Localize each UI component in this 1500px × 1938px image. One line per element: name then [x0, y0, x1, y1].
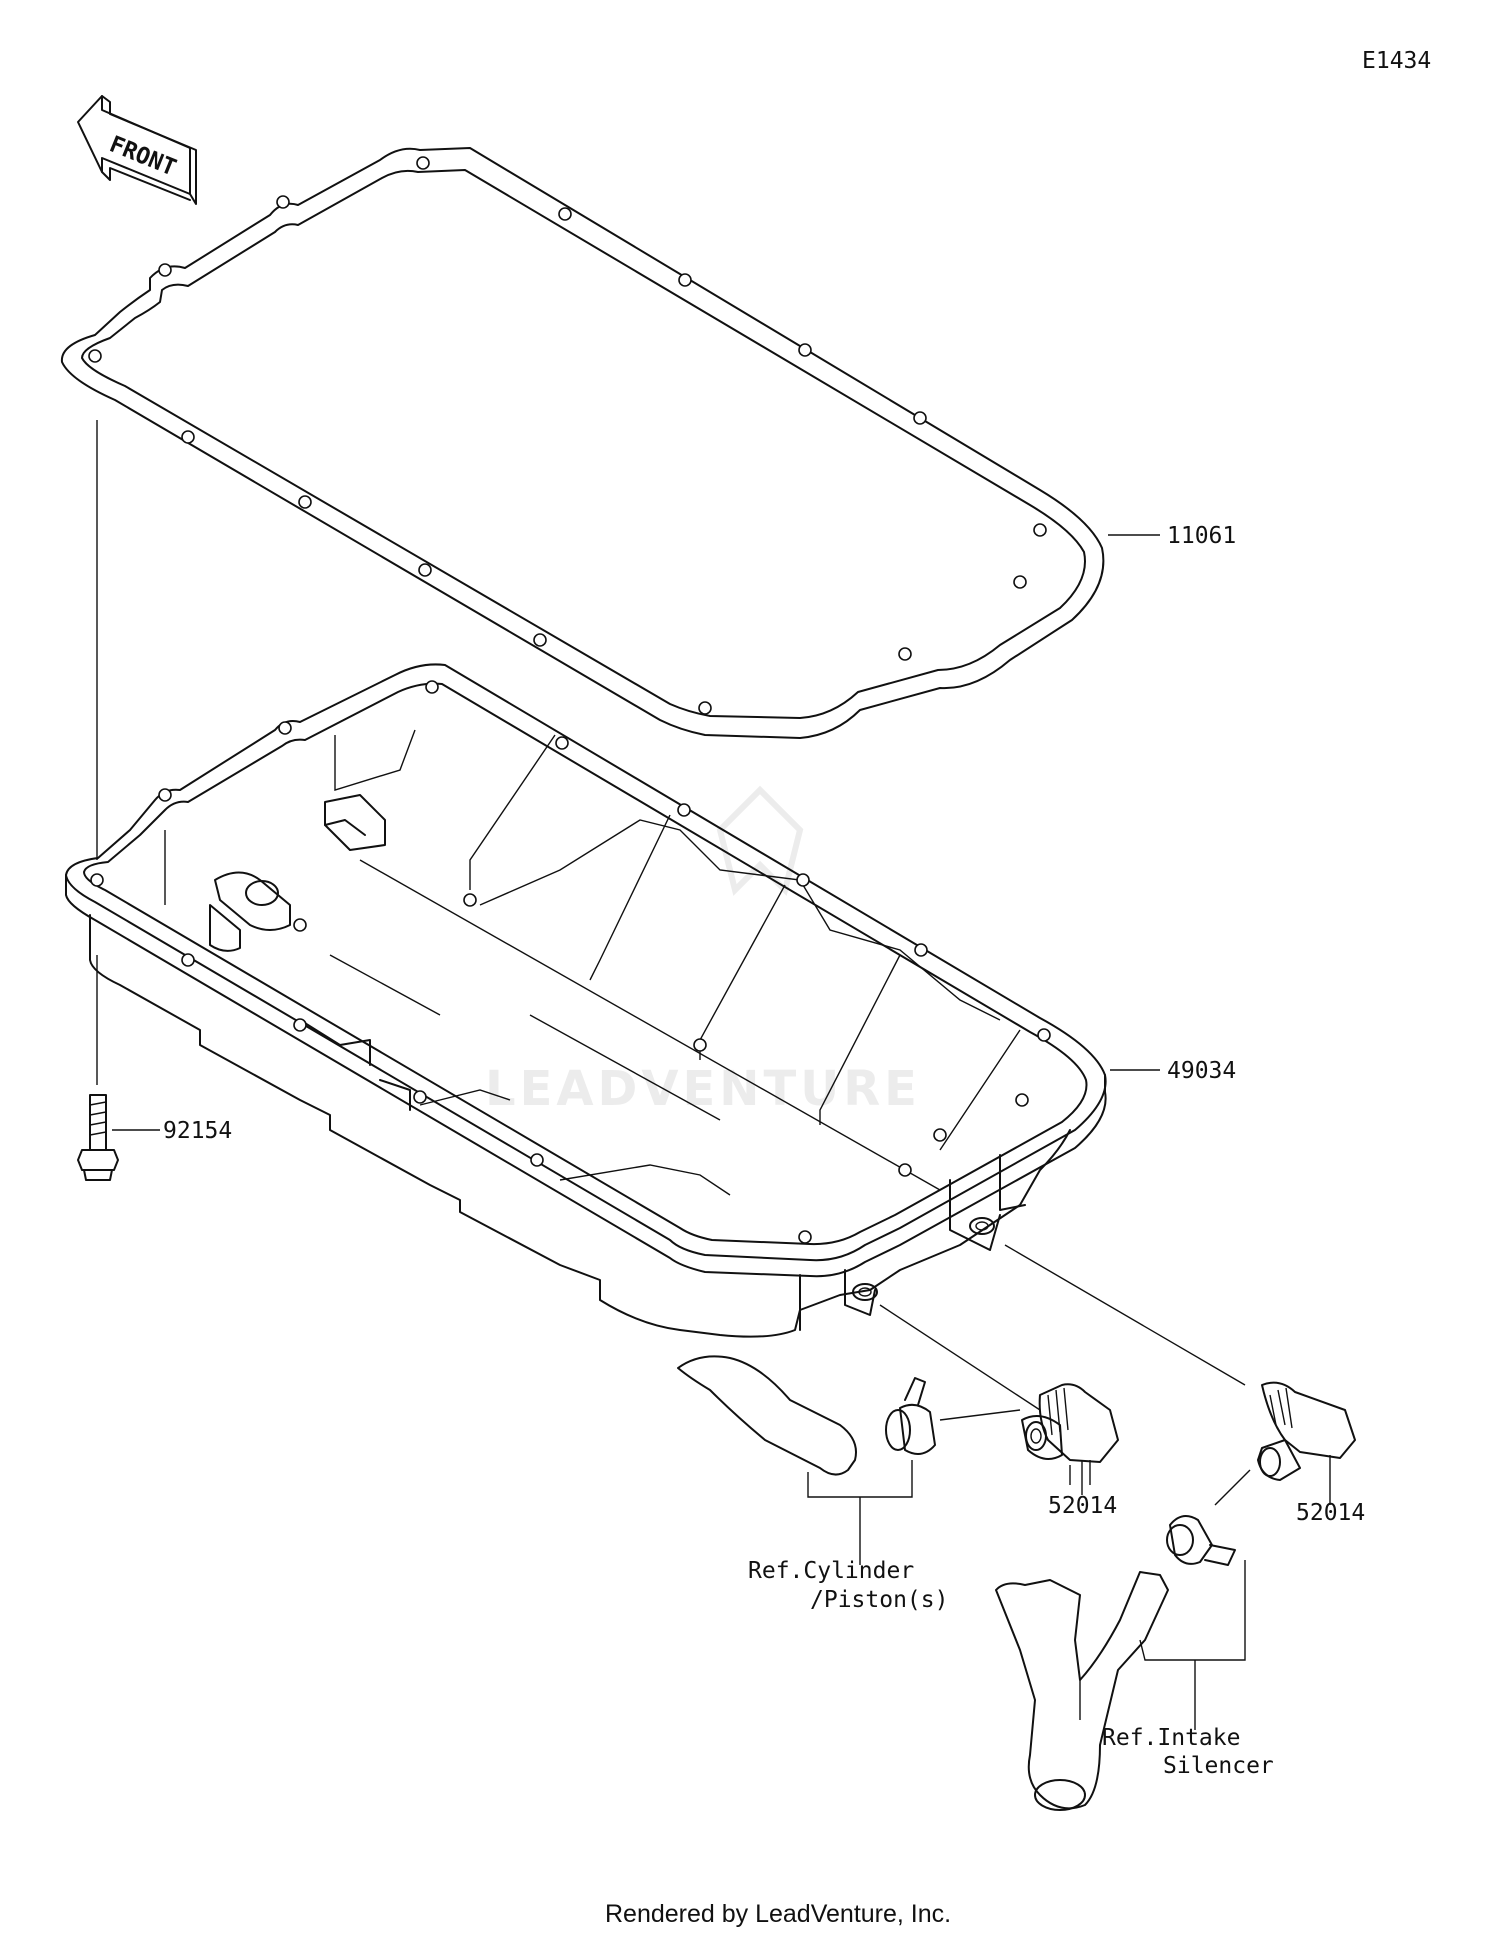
diagram-code: E1434	[1362, 48, 1431, 74]
bolt: 92154	[77, 420, 232, 1181]
watermark-text: LEADVENTURE	[485, 1061, 921, 1117]
oil-pan-gasket: 11061	[60, 147, 1236, 739]
watermark: LEADVENTURE	[485, 785, 921, 1117]
ref-intake-line2: Silencer	[1163, 1753, 1274, 1779]
oil-pan: 49034	[65, 663, 1236, 1338]
fitting-right: 52014	[1004, 1244, 1365, 1526]
ref-intake-line1: Ref.Intake	[1102, 1725, 1240, 1751]
ref-cylinder-line1: Ref.Cylinder	[748, 1558, 914, 1584]
part-number-49034: 49034	[1167, 1058, 1236, 1084]
ref-cylinder-line2: /Piston(s)	[810, 1587, 948, 1613]
part-number-52014-left: 52014	[1048, 1493, 1117, 1519]
front-arrow-icon: FRONT	[77, 95, 197, 205]
footer-credit: Rendered by LeadVenture, Inc.	[605, 1900, 951, 1928]
cylinder-hose: Ref.Cylinder /Piston(s)	[677, 1355, 1021, 1613]
part-number-11061: 11061	[1167, 523, 1236, 549]
part-number-52014-right: 52014	[1296, 1500, 1365, 1526]
fitting-left: 52014	[879, 1304, 1119, 1519]
intake-hose: Ref.Intake Silencer	[995, 1515, 1274, 1811]
part-number-92154: 92154	[163, 1118, 232, 1144]
